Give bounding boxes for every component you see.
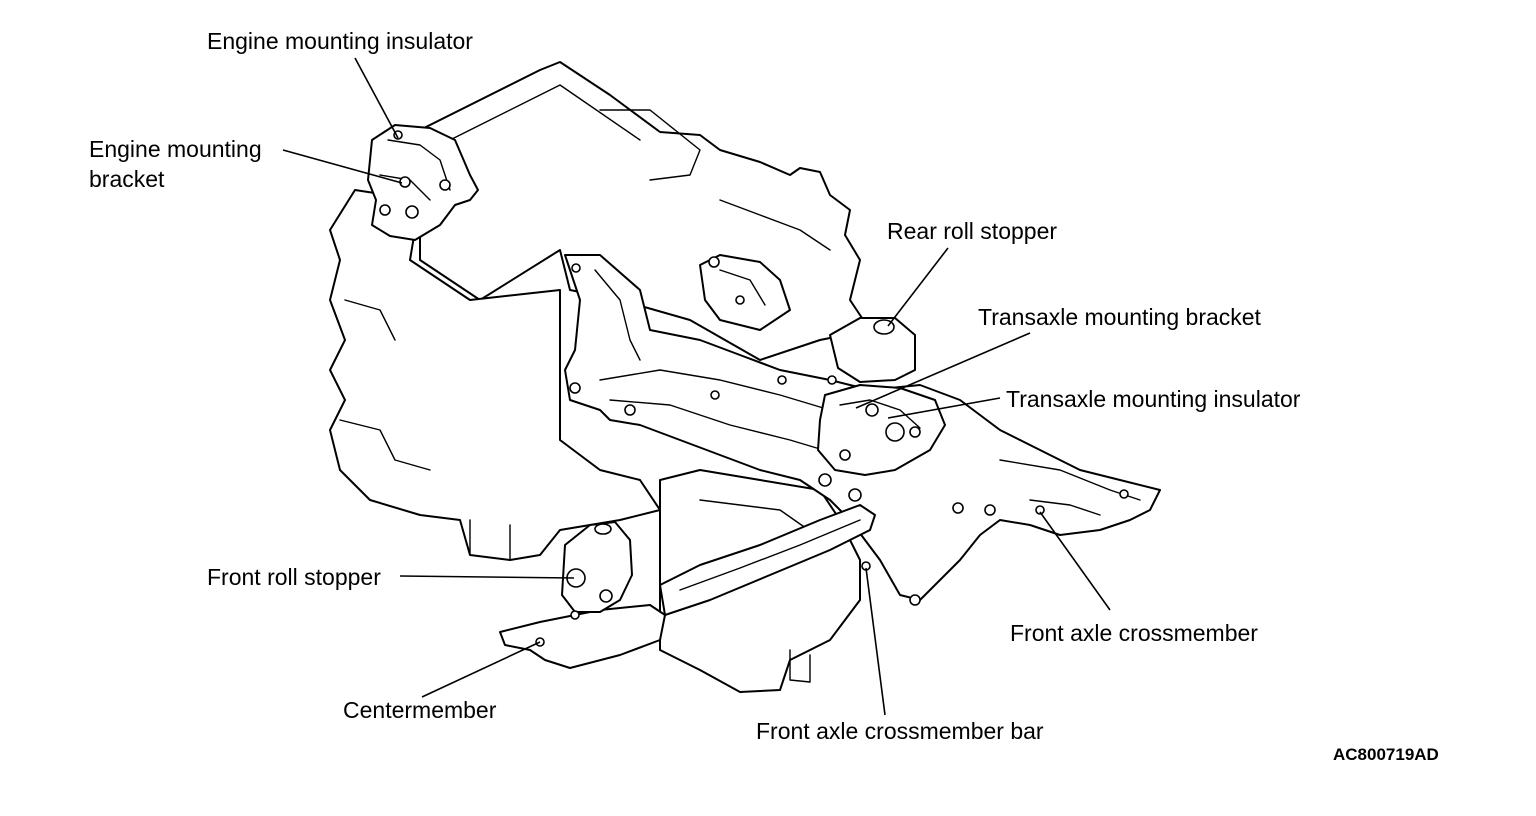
leader-front-axle-crossmember [1039, 511, 1111, 611]
label-engine-mounting-bracket-line1: Engine mounting [89, 136, 262, 162]
leader-engine-mounting-bracket [282, 149, 403, 184]
label-front-axle-crossmember: Front axle crossmember [1010, 620, 1258, 646]
leader-front-axle-crossmember-bar [865, 567, 886, 716]
leader-rear-roll-stopper [887, 247, 949, 327]
label-rear-roll-stopper: Rear roll stopper [887, 218, 1058, 244]
leader-front-roll-stopper [399, 575, 575, 579]
front-axle-crossmember-bar [659, 504, 876, 616]
leader-transaxle-mounting-insulator [887, 397, 1001, 419]
leader-transaxle-mounting-bracket [855, 332, 1031, 409]
leader-centermember [421, 641, 541, 698]
label-engine-mounting-insulator: Engine mounting insulator [207, 28, 473, 54]
label-front-axle-crossmember-bar: Front axle crossmember bar [756, 718, 1044, 744]
transaxle-mount-assembly [817, 317, 946, 502]
label-engine-mounting-bracket: Engine mounting bracket [89, 134, 262, 194]
centermember-assembly [499, 521, 666, 669]
leader-engine-mounting-insulator [354, 57, 399, 139]
label-engine-mounting-bracket-line2: bracket [89, 166, 165, 192]
label-transaxle-mounting-bracket: Transaxle mounting bracket [978, 304, 1261, 330]
figure-code: AC800719AD [1333, 745, 1439, 764]
label-transaxle-mounting-insulator: Transaxle mounting insulator [1006, 386, 1301, 412]
engine-mount-assembly [367, 124, 479, 241]
label-centermember: Centermember [343, 697, 497, 723]
label-front-roll-stopper: Front roll stopper [207, 564, 381, 590]
leader-lines [282, 57, 1111, 716]
